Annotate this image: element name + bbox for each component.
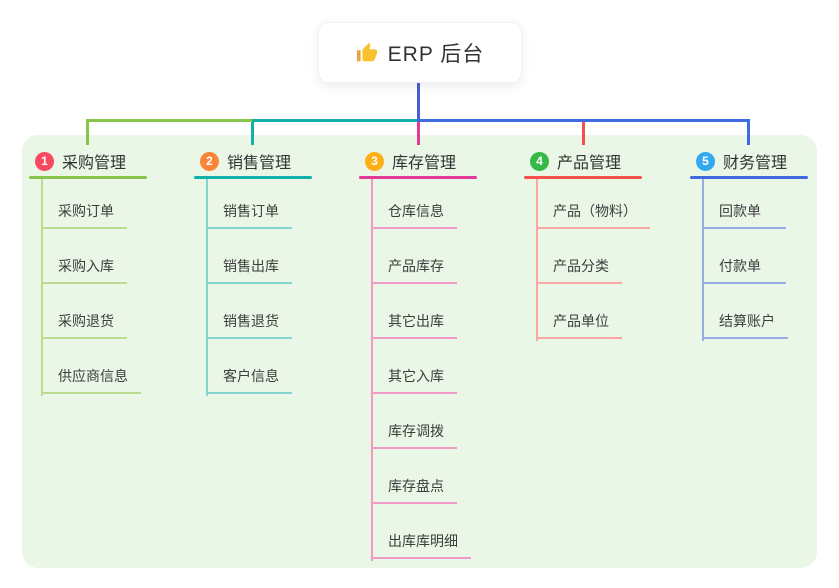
branch-node-product[interactable]: 4 产品管理 xyxy=(530,148,621,174)
branch-badge-product: 4 xyxy=(530,151,549,171)
root-node-title: ERP 后台 xyxy=(387,42,485,66)
connector-drop-sales xyxy=(251,122,254,145)
branch-childline-product xyxy=(536,179,538,341)
child-node-label: 仓库信息 xyxy=(388,203,444,219)
child-node-label: 供应商信息 xyxy=(58,368,128,384)
connector-horizontal-finance xyxy=(417,119,750,122)
child-node[interactable]: 产品单位 xyxy=(536,299,622,339)
child-node-label: 付款单 xyxy=(719,258,761,274)
child-node-label: 产品单位 xyxy=(553,313,609,329)
child-node[interactable]: 仓库信息 xyxy=(371,189,457,229)
branches-panel xyxy=(22,135,817,568)
branch-childline-purchase xyxy=(41,179,43,396)
child-node-label: 销售退货 xyxy=(223,313,279,329)
connector-drop-finance xyxy=(747,119,750,145)
thumbs-up-icon xyxy=(356,42,377,61)
child-node[interactable]: 供应商信息 xyxy=(41,354,141,394)
root-node[interactable]: ERP 后台 xyxy=(318,22,522,83)
child-node-label: 库存调拨 xyxy=(388,423,444,439)
connector-drop-product xyxy=(582,122,585,145)
branch-label-sales: 销售管理 xyxy=(227,155,292,172)
branch-label-finance: 财务管理 xyxy=(723,155,788,172)
child-node[interactable]: 销售订单 xyxy=(206,189,292,229)
child-node-label: 销售出库 xyxy=(223,258,279,274)
child-node-label: 客户信息 xyxy=(223,368,279,384)
branch-node-purchase[interactable]: 1 采购管理 xyxy=(35,148,126,174)
connector-root-vertical xyxy=(417,82,420,121)
connector-horizontal-sales xyxy=(252,119,419,122)
branch-underline-purchase xyxy=(29,176,147,179)
child-node-label: 出库库明细 xyxy=(388,533,458,549)
child-node-label: 产品分类 xyxy=(553,258,609,274)
branch-badge-sales: 2 xyxy=(200,151,219,171)
child-node-label: 其它出库 xyxy=(388,313,444,329)
child-node[interactable]: 采购订单 xyxy=(41,189,127,229)
branch-node-finance[interactable]: 5 财务管理 xyxy=(696,148,787,174)
child-node[interactable]: 回款单 xyxy=(702,189,786,229)
child-node[interactable]: 采购入库 xyxy=(41,244,127,284)
branch-node-sales[interactable]: 2 销售管理 xyxy=(200,148,291,174)
branch-node-inventory[interactable]: 3 库存管理 xyxy=(365,148,456,174)
child-node[interactable]: 销售出库 xyxy=(206,244,292,284)
branch-childline-sales xyxy=(206,179,208,396)
child-node-label: 采购退货 xyxy=(58,313,114,329)
branch-underline-sales xyxy=(194,176,312,179)
child-node[interactable]: 其它出库 xyxy=(371,299,457,339)
child-node-label: 库存盘点 xyxy=(388,478,444,494)
branch-underline-finance xyxy=(690,176,808,179)
branch-label-inventory: 库存管理 xyxy=(392,155,457,172)
branch-underline-product xyxy=(524,176,642,179)
child-node[interactable]: 出库库明细 xyxy=(371,519,471,559)
child-node[interactable]: 付款单 xyxy=(702,244,786,284)
child-node[interactable]: 库存盘点 xyxy=(371,464,457,504)
branch-badge-purchase: 1 xyxy=(35,151,54,171)
branch-label-product: 产品管理 xyxy=(557,155,622,172)
branch-badge-finance: 5 xyxy=(696,151,715,171)
connector-drop-inventory xyxy=(417,122,420,145)
child-node[interactable]: 产品库存 xyxy=(371,244,457,284)
child-node[interactable]: 库存调拨 xyxy=(371,409,457,449)
child-node-label: 产品库存 xyxy=(388,258,444,274)
branch-childline-finance xyxy=(702,179,704,341)
branch-badge-inventory: 3 xyxy=(365,151,384,171)
child-node[interactable]: 采购退货 xyxy=(41,299,127,339)
child-node[interactable]: 结算账户 xyxy=(702,299,788,339)
connector-horizontal-purchase xyxy=(86,119,254,122)
child-node-label: 采购订单 xyxy=(58,203,114,219)
child-node[interactable]: 产品（物料） xyxy=(536,189,650,229)
child-node-label: 结算账户 xyxy=(719,313,775,329)
branch-childline-inventory xyxy=(371,179,373,561)
child-node-label: 销售订单 xyxy=(223,203,279,219)
child-node[interactable]: 客户信息 xyxy=(206,354,292,394)
child-node-label: 回款单 xyxy=(719,203,761,219)
connector-drop-purchase xyxy=(86,119,89,145)
child-node-label: 采购入库 xyxy=(58,258,114,274)
child-node[interactable]: 销售退货 xyxy=(206,299,292,339)
branch-label-purchase: 采购管理 xyxy=(62,155,127,172)
branch-underline-inventory xyxy=(359,176,477,179)
child-node-label: 其它入库 xyxy=(388,368,444,384)
child-node-label: 产品（物料） xyxy=(553,203,637,219)
child-node[interactable]: 产品分类 xyxy=(536,244,622,284)
child-node[interactable]: 其它入库 xyxy=(371,354,457,394)
